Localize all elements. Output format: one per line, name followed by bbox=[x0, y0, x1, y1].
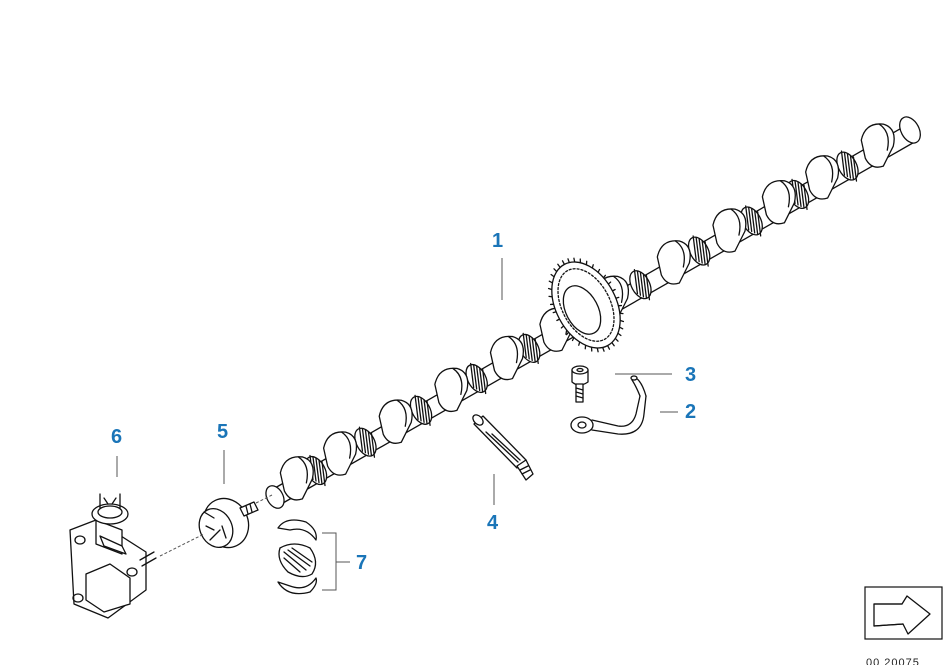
callout-6[interactable]: 6 bbox=[111, 426, 122, 449]
callout-3[interactable]: 3 bbox=[685, 364, 696, 387]
arrow-icon[interactable] bbox=[865, 587, 942, 639]
callout-1[interactable]: 1 bbox=[492, 230, 503, 253]
bearing-shells[interactable] bbox=[278, 520, 316, 594]
camshaft[interactable] bbox=[262, 113, 924, 511]
callout-2[interactable]: 2 bbox=[685, 401, 696, 424]
callout-4[interactable]: 4 bbox=[487, 512, 498, 535]
callout-7[interactable]: 7 bbox=[356, 552, 367, 575]
callout-5[interactable]: 5 bbox=[217, 421, 228, 444]
camshaft-sensor[interactable] bbox=[70, 494, 156, 618]
camshaft-pin[interactable] bbox=[471, 413, 533, 480]
reference-code: 00 20075 bbox=[866, 654, 920, 665]
hex-bolt[interactable] bbox=[572, 366, 588, 402]
sensor-wheel[interactable] bbox=[193, 491, 258, 555]
